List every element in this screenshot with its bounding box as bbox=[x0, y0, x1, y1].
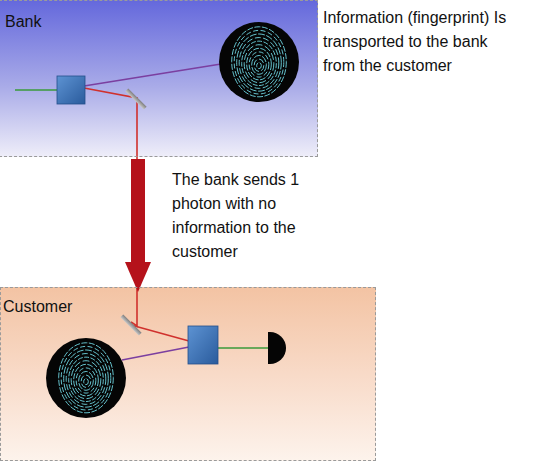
panel-box: Customer bbox=[0, 287, 376, 461]
fingerprint-ridges bbox=[59, 343, 114, 413]
ridge bbox=[76, 368, 96, 393]
ridge bbox=[249, 52, 269, 77]
ridge bbox=[66, 354, 106, 405]
bank-panel-ground bbox=[0, 0, 318, 157]
ridge bbox=[81, 375, 91, 387]
ridge bbox=[84, 379, 89, 385]
beam-splitter bbox=[188, 326, 218, 364]
detector bbox=[268, 332, 286, 364]
ridge bbox=[74, 364, 99, 396]
ridge bbox=[64, 350, 109, 407]
photon-arrow bbox=[131, 159, 145, 263]
panel-box: Bank bbox=[0, 0, 318, 157]
beam-splitter bbox=[57, 76, 85, 104]
ridge bbox=[254, 59, 264, 71]
mirror bbox=[120, 314, 141, 335]
ridge bbox=[252, 55, 267, 74]
ridge bbox=[232, 27, 287, 97]
green-beam bbox=[218, 347, 268, 349]
mirror bbox=[125, 88, 146, 109]
green-beam bbox=[15, 89, 58, 91]
fingerprint-disc bbox=[46, 338, 126, 418]
customer-panel-ground bbox=[0, 287, 376, 461]
ridge bbox=[257, 63, 262, 69]
red-beam bbox=[84, 88, 137, 326]
ridge bbox=[244, 45, 274, 83]
ridge bbox=[242, 41, 277, 85]
ridge bbox=[71, 361, 101, 399]
ridge bbox=[234, 30, 284, 94]
ridge bbox=[61, 346, 111, 410]
purple-beam bbox=[84, 64, 221, 86]
ridge bbox=[237, 34, 282, 91]
note-text: Information (fingerprint) Is transported… bbox=[323, 6, 509, 78]
arrow-label: The bank sends 1 photon with no informat… bbox=[172, 168, 322, 264]
ridge bbox=[247, 48, 272, 80]
ridge bbox=[69, 357, 104, 401]
purple-beam bbox=[122, 347, 189, 360]
ridge bbox=[239, 38, 279, 89]
panel-title: Bank bbox=[5, 12, 41, 32]
fingerprint-ridges bbox=[232, 27, 287, 97]
ridge bbox=[79, 371, 94, 390]
fingerprint-disc bbox=[219, 22, 299, 102]
panel-title: Customer bbox=[3, 297, 72, 317]
ridge bbox=[59, 343, 114, 413]
